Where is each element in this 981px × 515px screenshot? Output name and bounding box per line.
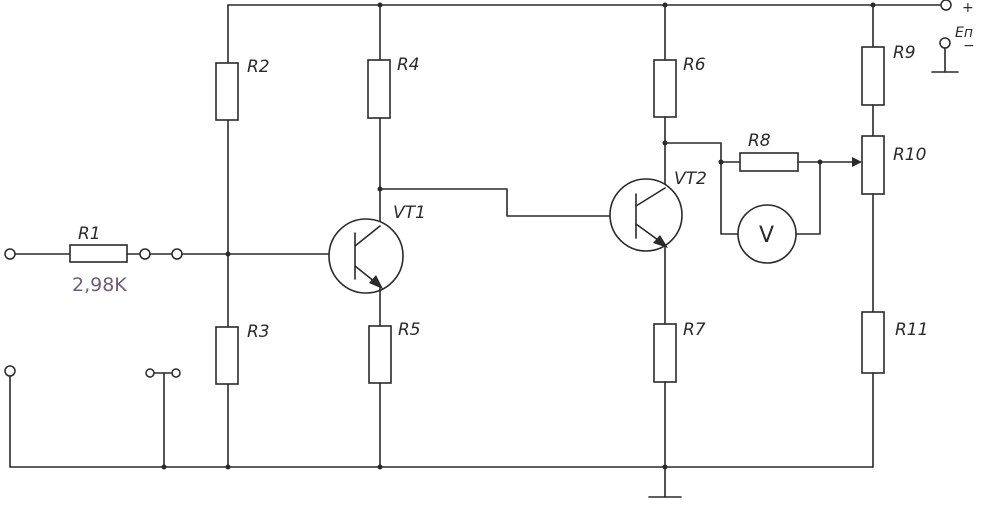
r7-label: R7 xyxy=(683,320,706,340)
r10-label: R10 xyxy=(893,145,926,165)
ground-rail xyxy=(9,375,874,498)
stage-two: R6 VT2 R7 xyxy=(609,2,707,470)
r2-label: R2 xyxy=(247,57,270,77)
r9-label: R9 xyxy=(893,43,916,63)
resistor-r5 xyxy=(368,325,392,384)
vt2-label: VT2 xyxy=(674,169,707,189)
resistor-r3 xyxy=(215,326,239,385)
supply-voltage-label: Eп xyxy=(955,25,973,41)
voltmeter-label: V xyxy=(759,223,774,248)
resistor-r2 xyxy=(215,62,239,121)
resistor-r7 xyxy=(653,323,677,383)
resistor-r1 xyxy=(69,244,128,263)
vt1-label: VT1 xyxy=(393,203,426,223)
coupling-wire xyxy=(379,188,615,217)
measurement-branch: R8 V xyxy=(664,131,862,264)
resistor-r10 xyxy=(861,135,885,195)
power-rail xyxy=(227,0,952,11)
stage-one: R4 VT1 R5 xyxy=(328,2,426,470)
resistor-r4 xyxy=(367,59,391,119)
transistor-vt1 xyxy=(328,218,404,294)
resistor-r8 xyxy=(739,152,799,172)
supply-minus-label: − xyxy=(963,38,975,54)
r6-label: R6 xyxy=(683,55,706,75)
resistor-r6 xyxy=(653,59,677,118)
output-divider: R9 R10 R11 xyxy=(861,2,928,468)
supply-terminals: + Eп − xyxy=(931,0,975,73)
resistor-r11 xyxy=(861,311,885,374)
transistor-vt2 xyxy=(609,178,683,252)
r5-label: R5 xyxy=(398,320,421,340)
resistor-r9 xyxy=(861,46,885,106)
r1-label: R1 xyxy=(78,224,101,244)
input-section: R1 2,98K xyxy=(4,224,356,470)
supply-plus-label: + xyxy=(962,0,974,16)
voltmeter: V xyxy=(737,204,797,264)
r11-label: R11 xyxy=(895,320,928,340)
r1-value: 2,98K xyxy=(72,274,127,296)
r4-label: R4 xyxy=(397,55,420,75)
r8-label: R8 xyxy=(748,131,771,151)
bias-divider: R2 R3 xyxy=(215,4,270,470)
r3-label: R3 xyxy=(247,322,270,342)
